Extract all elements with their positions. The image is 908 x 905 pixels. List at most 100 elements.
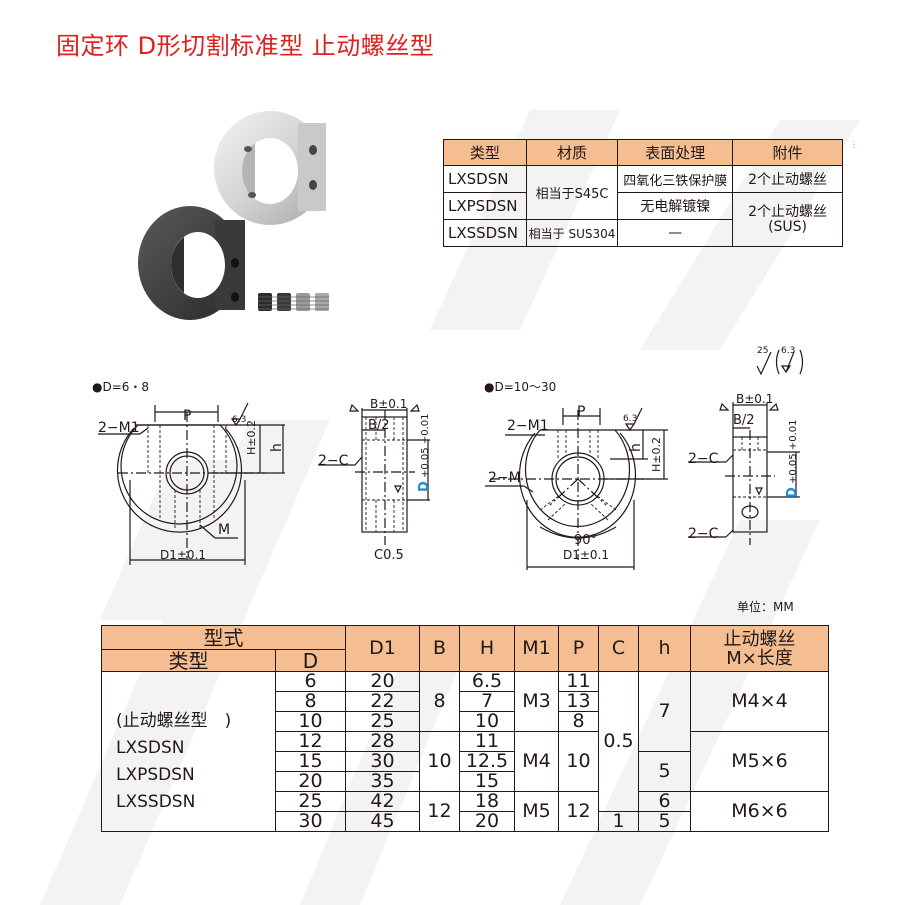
cell-d: 30 bbox=[275, 811, 346, 832]
accessory-line2: (SUS) bbox=[768, 218, 808, 235]
header-type: 类型 bbox=[101, 649, 276, 672]
header-accessory: 附件 bbox=[732, 139, 843, 166]
cell-d: 8 bbox=[275, 691, 346, 712]
cell-d1: 20 bbox=[345, 671, 420, 692]
cell-m1: M4 bbox=[514, 731, 559, 792]
cell-b: 10 bbox=[419, 731, 460, 792]
header-b: B bbox=[419, 625, 460, 672]
cell-b: 12 bbox=[419, 791, 460, 832]
dim-p: P bbox=[183, 408, 192, 424]
cell-p: 10 bbox=[558, 731, 599, 792]
cell-screw: M6×6 bbox=[690, 791, 829, 832]
header-p: P bbox=[558, 625, 599, 672]
dim-2-c: 2−C bbox=[318, 453, 349, 469]
cell-h: 18 bbox=[459, 791, 515, 812]
mark: ⋮ bbox=[850, 140, 858, 149]
material-cell: 相当于 SUS304 bbox=[525, 219, 619, 247]
dim-h-tol-right: H±0.2 bbox=[650, 437, 663, 472]
cell-m1: M5 bbox=[514, 791, 559, 832]
accessory-line1: 2个止动螺丝 bbox=[748, 203, 827, 220]
dim-2-m1-right: 2−M1 bbox=[507, 418, 549, 434]
dim-d-upper: +0.05 bbox=[420, 447, 431, 479]
surface-cell: 四氧化三铁保护膜 bbox=[617, 165, 734, 193]
header-screw-line1: 止动螺丝 bbox=[723, 628, 796, 650]
roughness-63: 6.3 bbox=[781, 346, 796, 356]
cell-d: 12 bbox=[275, 731, 346, 752]
cell-h-small: 5 bbox=[638, 811, 691, 832]
dim-2-m1: 2−M1 bbox=[98, 420, 140, 436]
section-label-d10-30: ●D=10〜30 bbox=[484, 380, 557, 394]
dim-d-lower: +0.01 bbox=[420, 413, 431, 445]
dim-2-m: 2−M bbox=[488, 470, 521, 486]
header-d1: D1 bbox=[345, 625, 420, 672]
cell-h-small: 7 bbox=[638, 671, 691, 752]
dim-b2-right: B/2 bbox=[733, 413, 755, 428]
cell-d: 6 bbox=[275, 671, 346, 692]
cell-d1: 22 bbox=[345, 691, 420, 712]
type-cell: LXSSDSN bbox=[443, 219, 527, 247]
header-screw-line2: M×长度 bbox=[726, 647, 793, 669]
dim-m: M bbox=[218, 522, 231, 538]
header-type: 类型 bbox=[443, 139, 527, 166]
type-lxsdsn: LXSDSN bbox=[116, 738, 185, 758]
drawing-lines bbox=[98, 349, 804, 570]
dim-h: h bbox=[269, 443, 285, 452]
cell-b: 8 bbox=[419, 671, 460, 732]
cell-p: 13 bbox=[558, 691, 599, 712]
cell-screw: M5×6 bbox=[690, 731, 829, 792]
header-screw: 止动螺丝 M×长度 bbox=[690, 625, 829, 672]
dim-2-c-right-top: 2−C bbox=[688, 451, 719, 467]
cell-h: 6.5 bbox=[459, 671, 515, 692]
dim-angle: 90° bbox=[574, 533, 598, 548]
header-d: D bbox=[275, 649, 346, 672]
cell-d: 10 bbox=[275, 711, 346, 732]
header-model: 型式 bbox=[101, 625, 346, 650]
cell-h: 20 bbox=[459, 811, 515, 832]
header-m1: M1 bbox=[514, 625, 559, 672]
cell-d: 25 bbox=[275, 791, 346, 812]
cell-h: 15 bbox=[459, 771, 515, 792]
cell-d1: 35 bbox=[345, 771, 420, 792]
cell-h: 11 bbox=[459, 731, 515, 752]
black-ring bbox=[138, 206, 245, 320]
cell-h-small: 5 bbox=[638, 751, 691, 792]
header-c: C bbox=[598, 625, 639, 672]
cell-c: 0.5 bbox=[598, 671, 639, 812]
dim-d1: D1±0.1 bbox=[160, 548, 207, 562]
cell-d1: 42 bbox=[345, 791, 420, 812]
surface-cell: — bbox=[617, 219, 734, 247]
accessory-cell: 2个止动螺丝 bbox=[732, 165, 843, 193]
cell-c: 1 bbox=[598, 811, 639, 832]
cell-d1: 45 bbox=[345, 811, 420, 832]
dim-h-right: h bbox=[628, 443, 644, 452]
header-h-small: h bbox=[638, 625, 691, 672]
cell-d1: 25 bbox=[345, 711, 420, 732]
finish-63: 6.3 bbox=[232, 415, 247, 425]
dim-2-c-right-bot: 2−C bbox=[688, 526, 719, 542]
product-photo bbox=[138, 111, 329, 320]
material-cell: 相当于S45C bbox=[525, 165, 619, 220]
cell-d1: 28 bbox=[345, 731, 420, 752]
cell-h: 12.5 bbox=[459, 751, 515, 772]
surface-cell: 无电解镀镍 bbox=[617, 192, 734, 220]
cell-d: 20 bbox=[275, 771, 346, 792]
type-label: (止动螺丝型 ) bbox=[116, 711, 232, 731]
section-label-d6-8: ●D=6・8 bbox=[92, 380, 150, 394]
dim-d: D bbox=[417, 481, 432, 492]
header-h: H bbox=[459, 625, 515, 672]
cell-d: 15 bbox=[275, 751, 346, 772]
dim-b: B±0.1 bbox=[370, 397, 408, 411]
page-title: 固定环 D形切割标准型 止动螺丝型 bbox=[56, 32, 435, 60]
dim-d1-right: D1±0.1 bbox=[563, 548, 610, 562]
cell-m1: M3 bbox=[514, 671, 559, 732]
cell-d1: 30 bbox=[345, 751, 420, 772]
dim-h-tol: H±0.2 bbox=[245, 420, 258, 455]
cell-p: 12 bbox=[558, 791, 599, 832]
dim-d-right: D bbox=[785, 487, 800, 498]
header-material: 材质 bbox=[525, 139, 619, 166]
finish-63-right: 6.3 bbox=[623, 414, 638, 424]
type-lxssdsn: LXSSDSN bbox=[116, 792, 196, 812]
set-screws bbox=[258, 293, 329, 311]
dim-b-right: B±0.1 bbox=[736, 392, 774, 406]
cell-p: 11 bbox=[558, 671, 599, 692]
